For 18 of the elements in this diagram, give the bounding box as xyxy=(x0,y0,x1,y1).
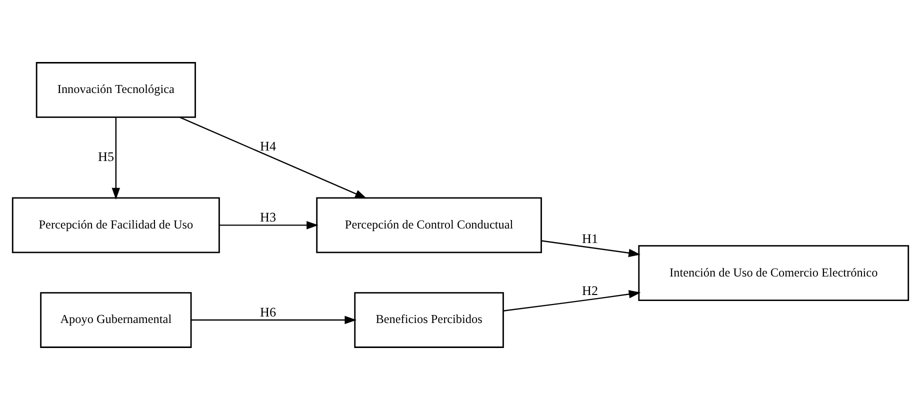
node-box: Percepción de Facilidad de Uso xyxy=(12,196,220,253)
arrow xyxy=(180,116,367,198)
arrow xyxy=(219,220,318,229)
edge-label: H3 xyxy=(260,209,276,224)
arrow xyxy=(112,116,120,200)
edge-label: H2 xyxy=(582,282,598,298)
node-box: Percepción de Control Conductual xyxy=(316,196,542,253)
node-box: Apoyo Gubernamental xyxy=(40,292,192,348)
arrow xyxy=(541,240,640,257)
edge-label: H6 xyxy=(260,304,276,319)
arrow xyxy=(191,315,357,324)
edge-label: H1 xyxy=(582,230,598,246)
edge-label: H4 xyxy=(260,138,276,153)
node-box: Intención de Uso de Comercio Electrónico xyxy=(638,244,910,300)
node-box: Beneficios Percibidos xyxy=(354,292,504,348)
node-box: Innovación Tecnológica xyxy=(36,62,196,118)
arrow xyxy=(503,290,641,311)
edge-label: H5 xyxy=(98,148,114,164)
